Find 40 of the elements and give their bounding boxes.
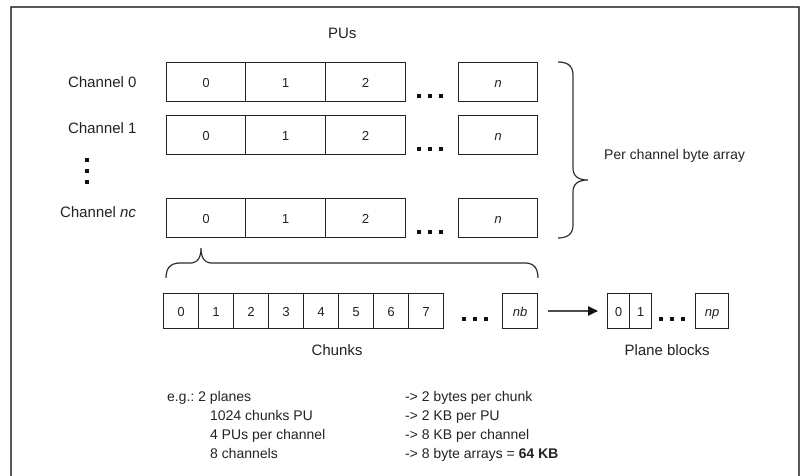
array-cell: 7 xyxy=(408,293,444,329)
array-cell: 1 xyxy=(198,293,234,329)
array-cell: n xyxy=(458,62,538,102)
array-cell: 2 xyxy=(325,62,406,102)
array-cell: 6 xyxy=(373,293,409,329)
brace-label: Per channel byte array xyxy=(604,146,745,163)
note: 4 PUs per channel xyxy=(210,426,326,443)
heading: Chunks xyxy=(312,342,362,359)
array-cell: 2 xyxy=(233,293,269,329)
array-cell: 1 xyxy=(629,293,652,329)
array-cell: n xyxy=(458,115,538,155)
array-cell: 2 xyxy=(325,198,406,238)
heading: PUs xyxy=(328,25,356,42)
row-label: Channel nc xyxy=(60,204,136,221)
arrow xyxy=(548,306,598,316)
array-cell: 0 xyxy=(607,293,630,329)
row-label: Channel 0 xyxy=(68,74,136,91)
row-label: Channel 1 xyxy=(68,120,136,137)
note: 8 channels xyxy=(210,445,278,462)
note: -> 8 byte arrays = 64 KB xyxy=(405,445,558,462)
note: e.g.: 2 planes xyxy=(167,388,252,405)
note: -> 8 KB per channel xyxy=(405,426,530,443)
array-cell: 3 xyxy=(268,293,304,329)
array-cell: 0 xyxy=(163,293,199,329)
array-cell: 1 xyxy=(245,198,326,238)
note: 1024 chunks PU xyxy=(210,407,313,424)
array-cell: np xyxy=(695,293,729,329)
array-cell: 1 xyxy=(245,115,326,155)
array-cell: n xyxy=(458,198,538,238)
array-cell: 0 xyxy=(166,115,246,155)
array-cell: 0 xyxy=(166,62,246,102)
heading: Plane blocks xyxy=(624,342,710,359)
array-cell: 2 xyxy=(325,115,406,155)
array-cell: 1 xyxy=(245,62,326,102)
array-cell: 5 xyxy=(338,293,374,329)
array-cell: 0 xyxy=(166,198,246,238)
note: -> 2 KB per PU xyxy=(405,407,500,424)
note: -> 2 bytes per chunk xyxy=(405,388,532,405)
array-cell: 4 xyxy=(303,293,339,329)
array-cell: nb xyxy=(502,293,538,329)
